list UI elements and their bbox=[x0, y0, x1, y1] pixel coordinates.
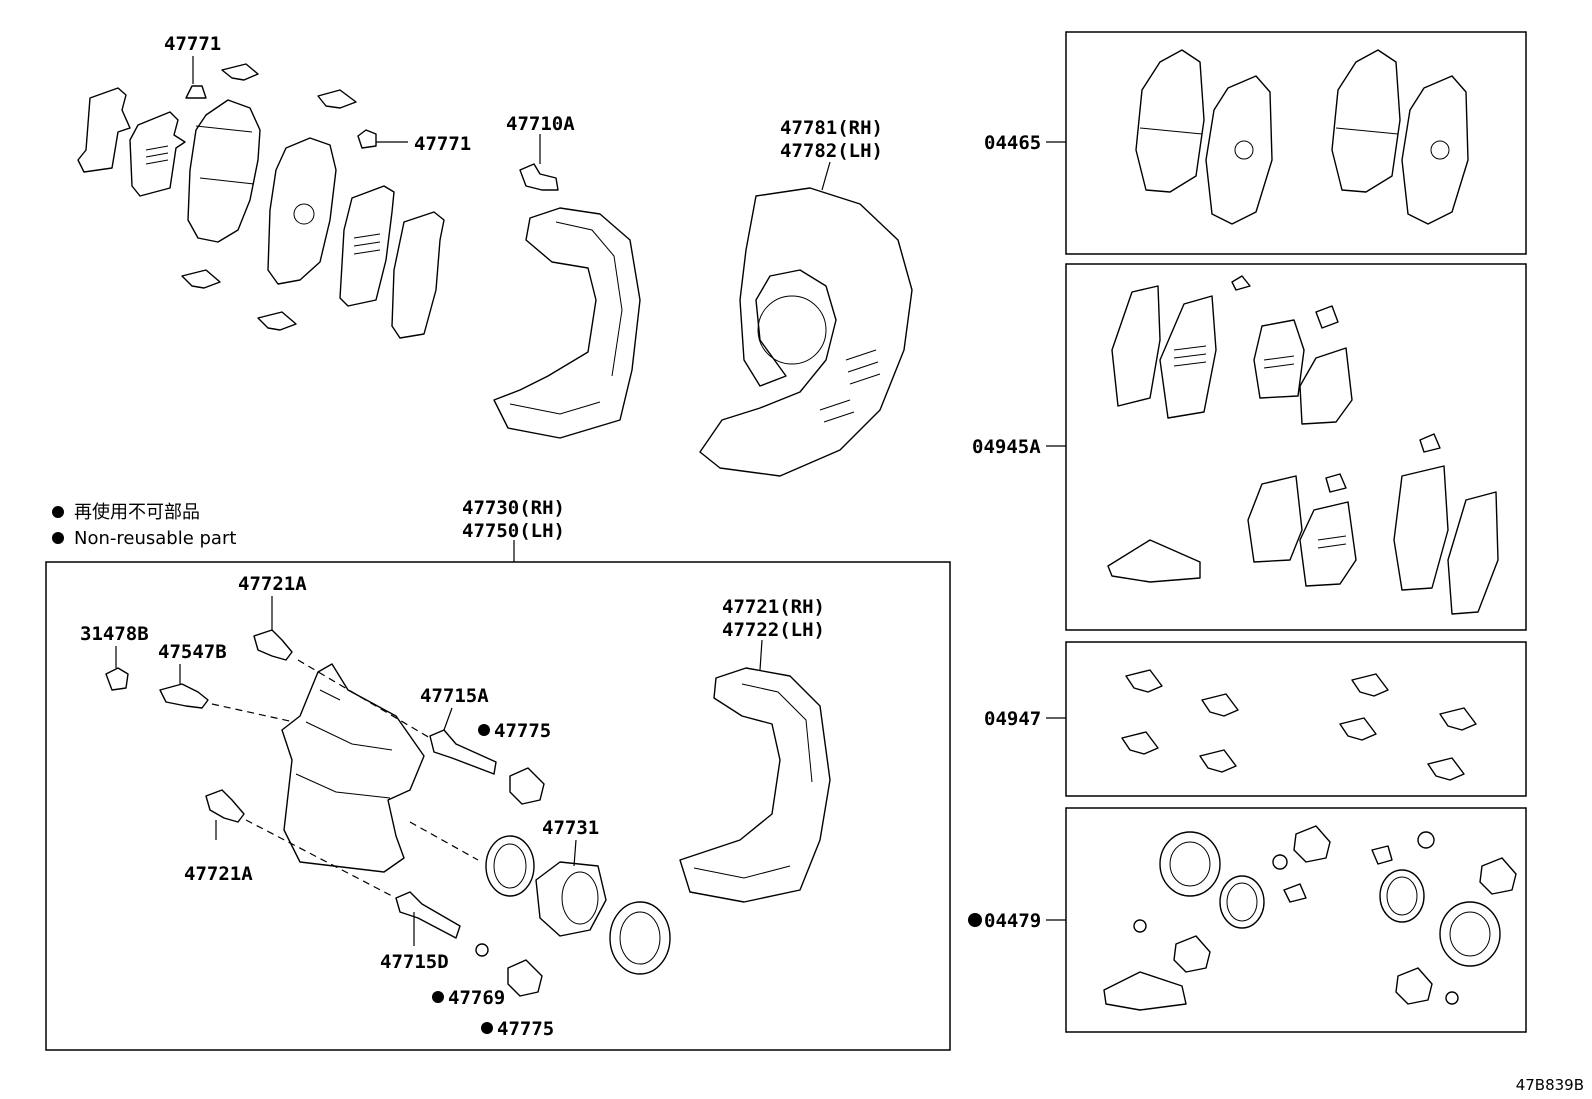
bleeder-o-ring bbox=[475, 943, 489, 957]
kit-box-04479 bbox=[968, 807, 1527, 1033]
cylinder-boot bbox=[609, 901, 671, 975]
pad-support-plate-clip-1 bbox=[221, 63, 259, 81]
non-reusable-bullet-icon bbox=[481, 1022, 493, 1034]
label-04465: 04465 bbox=[984, 132, 1041, 154]
pad-support-plate-clip-3 bbox=[181, 269, 221, 289]
anti-squeal-shim-inner bbox=[129, 111, 186, 197]
legend: 再使用不可部品 Non-reusable part bbox=[52, 502, 236, 549]
legend-japanese: 再使用不可部品 bbox=[74, 502, 200, 523]
label-47721a-bottom: 47721A bbox=[184, 863, 253, 885]
label-04945a: 04945A bbox=[972, 436, 1041, 458]
label-04479: 04479 bbox=[984, 910, 1041, 932]
anti-squeal-shim-inner-2 bbox=[339, 185, 395, 307]
piston-seal bbox=[485, 835, 535, 897]
label-47771-side: 47771 bbox=[414, 133, 471, 155]
label-47730-rh: 47730(RH) bbox=[462, 497, 565, 519]
label-47721-rh: 47721(RH) bbox=[722, 596, 825, 618]
label-47715a: 47715A bbox=[420, 685, 489, 707]
brake-pad-group bbox=[77, 56, 445, 339]
disc-brake-dust-cover bbox=[699, 161, 913, 477]
label-47781-rh: 47781(RH) bbox=[780, 117, 883, 139]
caliper-cylinder-body bbox=[281, 663, 425, 873]
caliper-mounting-bracket bbox=[493, 134, 641, 439]
bleeder-plug-cap bbox=[105, 667, 129, 691]
part-number-labels: 47771 47771 47710A 47781(RH) 47782(LH) 4… bbox=[80, 33, 1041, 1040]
bleeder-plug bbox=[159, 683, 209, 709]
non-reusable-bullet-icon bbox=[478, 724, 490, 736]
label-47721a-top: 47721A bbox=[238, 573, 307, 595]
disc-brake-pad-outer bbox=[187, 99, 261, 243]
disc-brake-pad-inner bbox=[267, 137, 337, 285]
pad-wear-indicator-top bbox=[185, 85, 207, 99]
non-reusable-bullet-icon bbox=[52, 532, 64, 544]
label-47547b: 47547B bbox=[158, 641, 227, 663]
kit-box-04945a bbox=[1046, 263, 1527, 631]
pad-support-plate-clip-2 bbox=[317, 89, 357, 109]
caliper-piston bbox=[535, 861, 607, 937]
label-47731: 47731 bbox=[542, 817, 599, 839]
non-reusable-bullet-icon bbox=[968, 913, 982, 927]
label-47775-top: 47775 bbox=[494, 720, 551, 742]
label-31478b: 31478B bbox=[80, 623, 149, 645]
non-reusable-bullet-icon bbox=[52, 506, 64, 518]
diagram-code: 47B839B bbox=[1516, 1076, 1584, 1094]
bracket-bolt-47710a bbox=[519, 163, 559, 191]
label-47775-bottom: 47775 bbox=[497, 1018, 554, 1040]
label-47769: 47769 bbox=[448, 987, 505, 1009]
pad-wear-indicator-side bbox=[357, 129, 377, 149]
slide-bushing-boot-bottom bbox=[507, 959, 543, 997]
label-47710a: 47710A bbox=[506, 113, 575, 135]
kit-box-04465 bbox=[1046, 31, 1527, 255]
legend-english: Non-reusable part bbox=[74, 528, 236, 549]
slide-bushing-boot-top bbox=[509, 767, 545, 805]
label-47782-lh: 47782(LH) bbox=[780, 140, 883, 162]
label-47722-lh: 47722(LH) bbox=[722, 619, 825, 641]
label-47715d: 47715D bbox=[380, 951, 449, 973]
slide-pin-47715a bbox=[429, 729, 497, 775]
label-47771-top: 47771 bbox=[164, 33, 221, 55]
anti-squeal-shim-outer-2 bbox=[391, 211, 445, 339]
label-47750-lh: 47750(LH) bbox=[462, 520, 565, 542]
label-04947: 04947 bbox=[984, 708, 1041, 730]
slide-pin-47715d bbox=[395, 891, 461, 939]
pad-support-plate-clip-4 bbox=[257, 311, 297, 331]
non-reusable-bullet-icon bbox=[432, 991, 444, 1003]
anti-squeal-shim-outer bbox=[77, 87, 131, 173]
caliper-torque-plate bbox=[679, 667, 831, 903]
kit-box-04947 bbox=[1046, 641, 1527, 797]
caliper-assembly-box bbox=[45, 540, 951, 1051]
cylinder-slide-bushing-bolt-top bbox=[253, 629, 293, 661]
cylinder-slide-bushing-bolt-bottom bbox=[205, 789, 245, 823]
